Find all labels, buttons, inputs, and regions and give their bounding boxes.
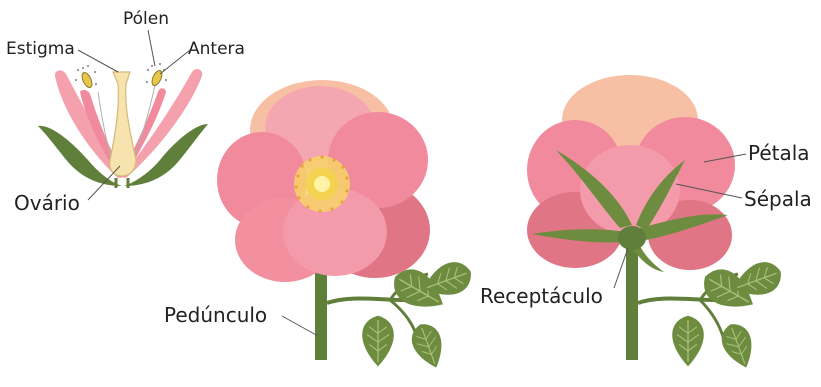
label-peduncle: Pedúnculo xyxy=(164,303,267,327)
flower-front-view xyxy=(217,80,476,372)
anther-left xyxy=(80,71,94,89)
flower-cross-section xyxy=(38,63,208,188)
leaf-back-4 xyxy=(717,319,760,372)
label-polen: Pólen xyxy=(123,9,169,29)
leaf-front-3 xyxy=(362,316,394,367)
anther-right xyxy=(150,69,164,87)
label-sepal: Sépala xyxy=(744,187,812,211)
leaf-back-3 xyxy=(672,316,704,367)
flower-back-view xyxy=(527,75,786,372)
label-estigma: Estigma xyxy=(6,39,75,59)
receptacle xyxy=(618,226,646,250)
pistil xyxy=(110,72,136,176)
label-receptacle: Receptáculo xyxy=(480,284,603,308)
label-ovario: Ovário xyxy=(14,191,80,215)
stem-front xyxy=(315,270,327,360)
label-antera: Antera xyxy=(188,39,245,59)
label-petal: Pétala xyxy=(748,141,810,165)
